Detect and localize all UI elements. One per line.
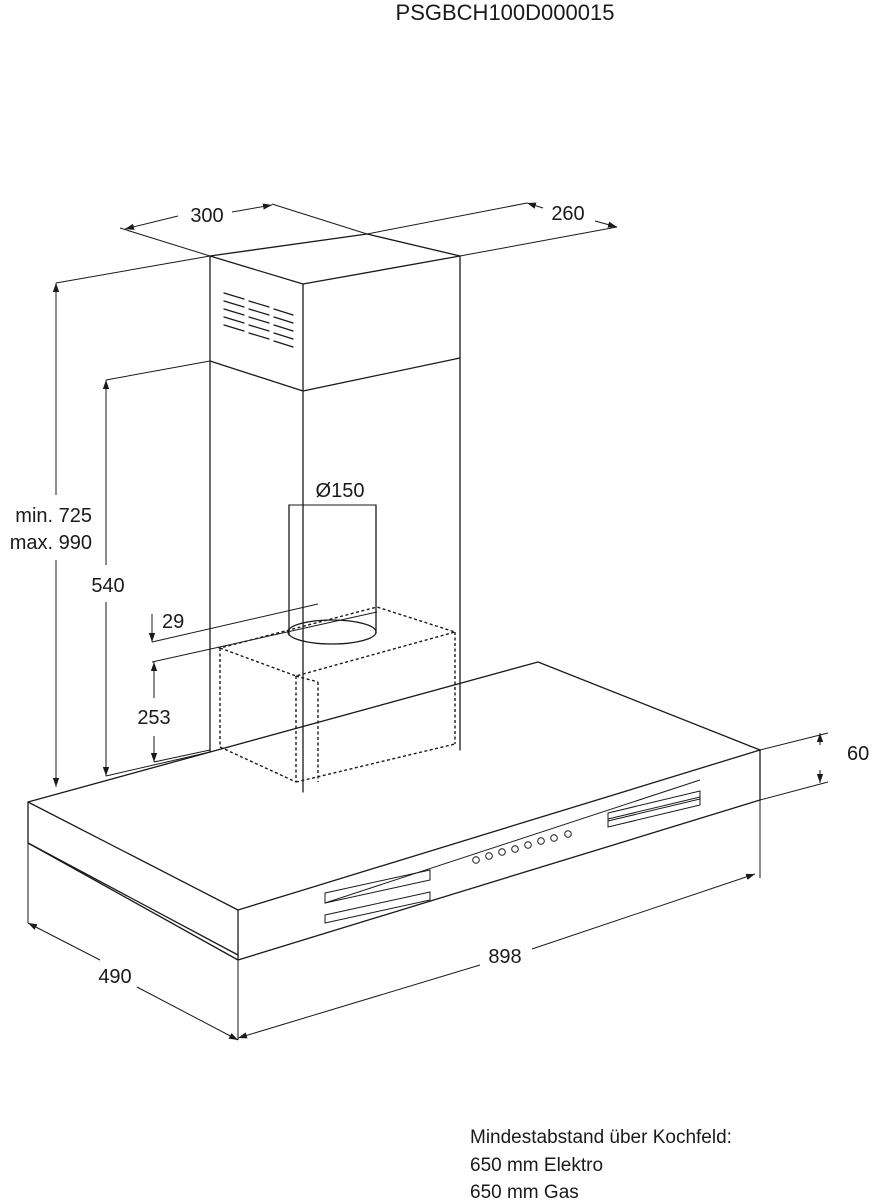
dim-width: 898 [237, 800, 761, 1039]
filter-strip-right-2 [607, 796, 701, 828]
dim-label-min: min. 725 [15, 505, 92, 527]
dim-label-diameter: Ø150 [316, 480, 365, 502]
dim-label-29: 29 [162, 611, 184, 633]
dim-label-max: max. 990 [10, 532, 92, 554]
note-line-1: Mindestabstand über Kochfeld: [470, 1127, 732, 1148]
dim-chimney-depth: 260 [366, 202, 618, 257]
dim-duct-diameter: Ø150 [289, 480, 376, 506]
chimney-top [209, 233, 461, 285]
note-line-3: 650 mm Gas [470, 1182, 579, 1200]
dim-label-898: 898 [488, 946, 521, 968]
dim-chimney-width: 300 [119, 203, 368, 257]
dim-canopy-thickness: 60 [759, 732, 869, 801]
dim-label-260: 260 [551, 203, 584, 225]
dim-total-height: min. 725 max. 990 [10, 255, 211, 787]
vent-slots [223, 292, 294, 348]
duct-pipe [287, 504, 377, 645]
dim-label-490: 490 [98, 966, 131, 988]
filter-strip-left-2 [324, 891, 431, 924]
note-line-2: 650 mm Elektro [470, 1155, 603, 1176]
dim-label-540: 540 [91, 575, 124, 597]
filter-strip-left-1 [324, 869, 431, 904]
model-code: PSGBCH100D000015 [396, 0, 615, 25]
chimney-seam [209, 360, 304, 392]
minimum-distance-note: Mindestabstand über Kochfeld: 650 mm Ele… [470, 1127, 732, 1200]
dim-box-height: 253 [137, 662, 211, 763]
dim-chimney-height: 540 [91, 360, 211, 777]
motor-box-hidden [217, 606, 458, 783]
dim-label-253: 253 [137, 707, 170, 729]
chimney [209, 233, 461, 793]
dim-label-60: 60 [847, 743, 869, 765]
control-buttons [472, 830, 572, 864]
dim-depth: 490 [27, 843, 239, 1041]
canopy-top [27, 661, 761, 911]
dim-label-300: 300 [190, 205, 223, 227]
dim-offset: 29 [148, 603, 378, 663]
